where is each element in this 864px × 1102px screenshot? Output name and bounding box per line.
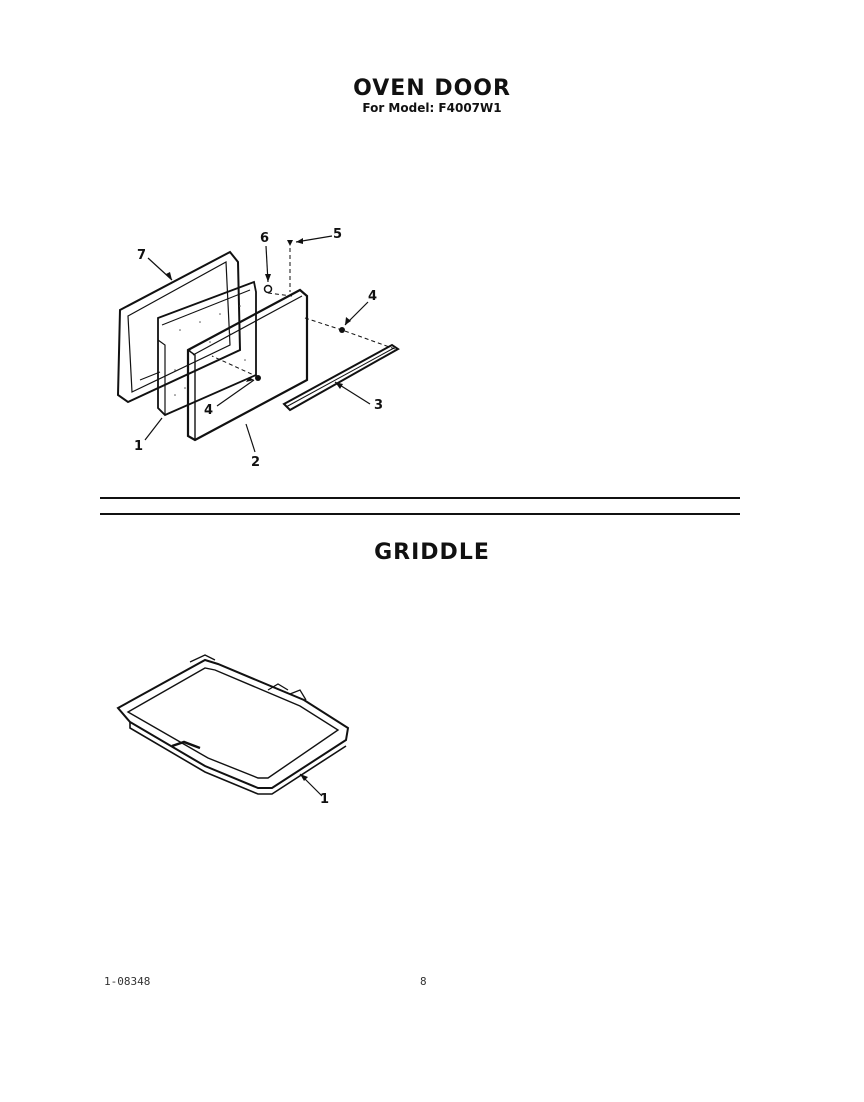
callout-1: 1 bbox=[134, 439, 144, 454]
callout-5: 5 bbox=[333, 227, 343, 242]
callout-3: 3 bbox=[374, 398, 384, 413]
section-divider-bottom bbox=[100, 513, 740, 515]
outer-door-part bbox=[186, 288, 309, 442]
section-divider-top bbox=[100, 497, 740, 499]
oven-door-title: OVEN DOOR bbox=[353, 76, 511, 101]
inner-panel-part bbox=[157, 280, 257, 417]
griddle-callout-1: 1 bbox=[320, 792, 330, 807]
callout-4-upper: 4 bbox=[368, 289, 378, 304]
griddle-part bbox=[116, 654, 350, 795]
model-subtitle: For Model: F4007W1 bbox=[362, 101, 502, 115]
griddle-title: GRIDDLE bbox=[374, 540, 490, 565]
handle-part bbox=[282, 343, 400, 412]
page-number: 8 bbox=[420, 975, 427, 988]
callout-6: 6 bbox=[260, 231, 270, 246]
screw-parts bbox=[255, 240, 345, 381]
document-code: 1-08348 bbox=[104, 975, 151, 988]
callout-2: 2 bbox=[251, 455, 261, 470]
callout-4-lower: 4 bbox=[204, 403, 214, 418]
door-frame-part bbox=[116, 250, 242, 404]
callout-7: 7 bbox=[137, 248, 147, 263]
